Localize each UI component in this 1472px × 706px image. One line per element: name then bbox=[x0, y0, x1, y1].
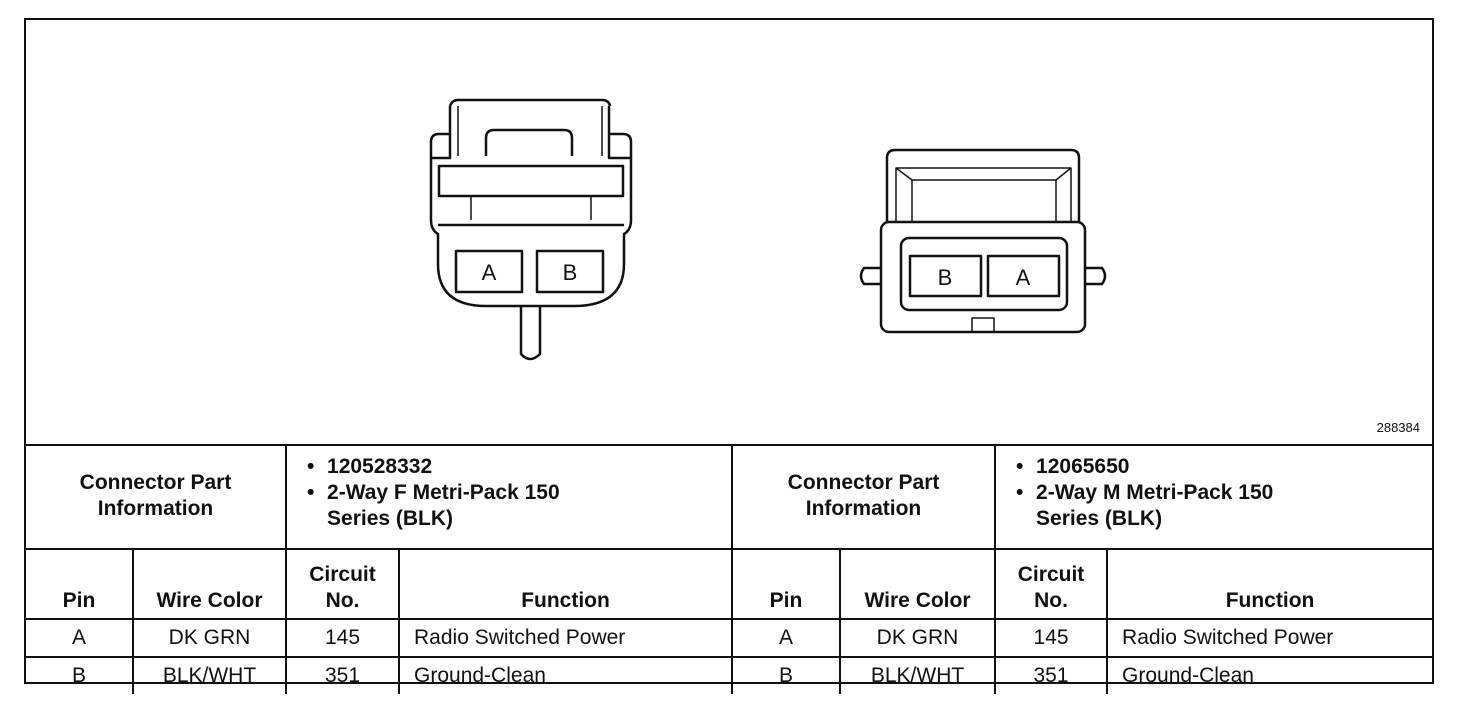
part-number-right: •12065650 bbox=[1016, 455, 1130, 478]
wire-color-header-right: Wire Color bbox=[839, 548, 997, 620]
female-connector-drawing bbox=[429, 98, 633, 361]
function-header-right: Function bbox=[1106, 548, 1433, 620]
circuit-header-right: Circuit No. bbox=[994, 548, 1109, 620]
part-info-right: •12065650 •2-Way M Metri-Pack 150 Series… bbox=[994, 444, 1433, 550]
wire-color-cell: DK GRN bbox=[839, 618, 997, 658]
circuit-cell: 351 bbox=[994, 656, 1109, 694]
function-cell: Ground-Clean bbox=[398, 656, 734, 694]
function-cell: Ground-Clean bbox=[1106, 656, 1433, 694]
table-row: B BLK/WHT 351 Ground-Clean B BLK/WHT 351… bbox=[26, 656, 1433, 694]
figure-id: 288384 bbox=[1376, 420, 1420, 435]
pin-cell: B bbox=[731, 656, 842, 694]
pin-cell: A bbox=[731, 618, 842, 658]
part-number-left: •120528332 bbox=[307, 455, 433, 478]
connector-drawings: A B B A bbox=[429, 98, 1107, 361]
female-cavity-label-a: A bbox=[482, 260, 497, 285]
function-header-left: Function bbox=[398, 548, 734, 620]
connector-diagram-area: A B B A 288384 bbox=[26, 20, 1432, 446]
part-description-right-text: 2-Way M Metri-Pack 150 Series (BLK) bbox=[1036, 481, 1274, 530]
pin-cell: B bbox=[26, 656, 134, 694]
part-info-row: Connector Part Information •120528332 •2… bbox=[26, 444, 1433, 550]
male-cavity-label-b: B bbox=[938, 265, 953, 290]
wire-color-cell: DK GRN bbox=[131, 618, 288, 658]
part-info-label-left: Connector Part Information bbox=[26, 444, 288, 550]
pin-cell: A bbox=[26, 618, 134, 658]
table-row: A DK GRN 145 Radio Switched Power A DK G… bbox=[26, 618, 1433, 658]
circuit-cell: 145 bbox=[994, 618, 1109, 658]
part-description-left: •2-Way F Metri-Pack 150 Series (BLK) bbox=[307, 481, 560, 530]
function-cell: Radio Switched Power bbox=[1106, 618, 1433, 658]
part-info-label-right: Connector Part Information bbox=[731, 444, 997, 550]
female-cavity-label-b: B bbox=[563, 260, 578, 285]
part-description-right: •2-Way M Metri-Pack 150 Series (BLK) bbox=[1016, 481, 1274, 530]
circuit-header-left: Circuit No. bbox=[285, 548, 401, 620]
pin-header-left: Pin bbox=[26, 548, 134, 620]
wire-color-cell: BLK/WHT bbox=[839, 656, 997, 694]
connector-end-view-sheet: A B B A 288384 bbox=[24, 18, 1434, 694]
part-number-left-text: 120528332 bbox=[327, 455, 433, 478]
male-cavity-label-a: A bbox=[1016, 265, 1031, 290]
part-number-right-text: 12065650 bbox=[1036, 455, 1130, 478]
connector-info-table: Connector Part Information •120528332 •2… bbox=[26, 444, 1433, 694]
circuit-cell: 351 bbox=[285, 656, 401, 694]
wire-color-header-left: Wire Color bbox=[131, 548, 288, 620]
part-description-left-text: 2-Way F Metri-Pack 150 Series (BLK) bbox=[327, 481, 560, 530]
circuit-header-left-text: Circuit No. bbox=[309, 563, 376, 612]
function-cell: Radio Switched Power bbox=[398, 618, 734, 658]
circuit-cell: 145 bbox=[285, 618, 401, 658]
pin-header-right: Pin bbox=[731, 548, 842, 620]
column-header-row: Pin Wire Color Circuit No. Function Pin … bbox=[26, 548, 1433, 620]
male-connector-drawing bbox=[859, 148, 1107, 334]
circuit-header-right-text: Circuit No. bbox=[1017, 563, 1085, 612]
part-info-left: •120528332 •2-Way F Metri-Pack 150 Serie… bbox=[285, 444, 734, 550]
wire-color-cell: BLK/WHT bbox=[131, 656, 288, 694]
